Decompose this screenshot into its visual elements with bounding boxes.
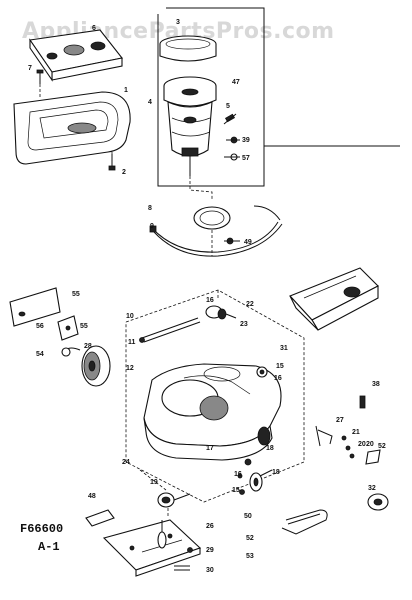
callout-28: 29 [206,547,214,554]
base-tray-part [13,91,131,165]
callout-7: 7 [28,65,32,72]
callout-56: 56 [36,323,44,330]
callout-labels: 6 7 1 2 3 47 4 5 39 57 8 9 49 55 16 22 2… [28,19,386,574]
callout-24: 24 [122,459,130,466]
callout-16b: 16 [274,375,282,382]
callout-54: 54 [36,351,44,358]
dolly-plate-part [102,519,202,577]
model-number: F66600 [20,522,63,536]
filter-plate-part [9,287,61,327]
callout-47: 49 [244,239,252,246]
motor-clip-part [223,113,237,125]
tray-screw-part [108,154,116,171]
callout-16c: 16 [234,471,242,478]
dolly-screws-part [174,547,193,571]
callout-32: 38 [372,381,380,388]
motor-assembly-frame [157,7,400,187]
motor-washer-part [224,153,240,161]
callout-22: 22 [246,301,254,308]
bolt-part [237,458,252,495]
pipe-part [139,317,201,343]
callout-20: 20 [358,441,366,448]
callout-11: 11 [128,339,136,346]
callout-14: 15 [232,487,240,494]
callout-21: 21 [352,429,360,436]
latch-part [315,425,333,447]
callout-52: 52 [378,443,386,450]
callout-23: 23 [240,321,248,328]
callout-2: 2 [122,169,126,176]
model-revision: A-1 [38,540,60,554]
handle-bar-part [281,509,328,535]
clamp-screw-part [224,237,240,245]
callout-39: 48 [88,493,96,500]
callout-25: 26 [206,523,214,530]
dolly-wheel-part [157,520,167,549]
callout-6: 6 [92,25,96,32]
callout-15: 15 [276,363,284,370]
cord-reel-part [61,345,111,387]
callout-38: 47 [232,79,240,86]
motor-wire [189,176,213,200]
callout-10: 10 [126,313,134,320]
latch-screw-part [341,435,355,459]
callout-27: 28 [84,343,92,350]
callout-34: 39 [242,137,250,144]
callout-4: 4 [148,99,152,106]
callout-31: 32 [368,485,376,492]
leader-lines [139,469,167,491]
clamp-band-part [149,205,283,257]
callout-50: 53 [246,553,254,560]
bumper-part [367,493,389,511]
cord-bracket-part [57,315,79,341]
utility-nozzle-part [289,267,379,331]
callout-17: 17 [206,445,214,452]
callout-49: 52 [246,535,254,542]
leader-lines [39,84,113,160]
callout-3: 3 [176,19,180,26]
tank-frame [125,289,305,503]
fitting-part [205,305,237,320]
latch-cap-part [365,449,381,465]
knob-part [359,395,366,409]
callout-55: 55 [80,323,88,330]
callout-5: 5 [226,103,230,110]
callout-20b: 20 [366,441,374,448]
front-wheel-part [157,492,191,508]
callout-8: 8 [148,205,152,212]
callout-9: 9 [150,223,154,230]
dolly-bracket-part [85,509,115,527]
callout-30: 31 [280,345,288,352]
tank-body-part [143,363,282,461]
callout-12: 12 [126,365,134,372]
callout-48: 50 [244,513,252,520]
callout-26: 27 [336,417,344,424]
caster-part [256,366,268,378]
callout-29: 30 [206,567,214,574]
callout-57: 57 [242,155,250,162]
gasket-ring-part [193,206,231,230]
motor-part [163,76,217,176]
motor-screw-part [226,136,240,144]
callout-1: 1 [124,87,128,94]
filter-disc-part [159,35,217,62]
callout-53: 55 [72,291,80,298]
screw-part [36,69,44,84]
top-cover-part [29,29,123,82]
callout-18: 18 [266,445,274,452]
rear-caster-part [249,469,273,492]
callout-19: 19 [150,479,158,486]
callout-16: 16 [206,297,214,304]
callout-18b: 18 [272,469,280,476]
